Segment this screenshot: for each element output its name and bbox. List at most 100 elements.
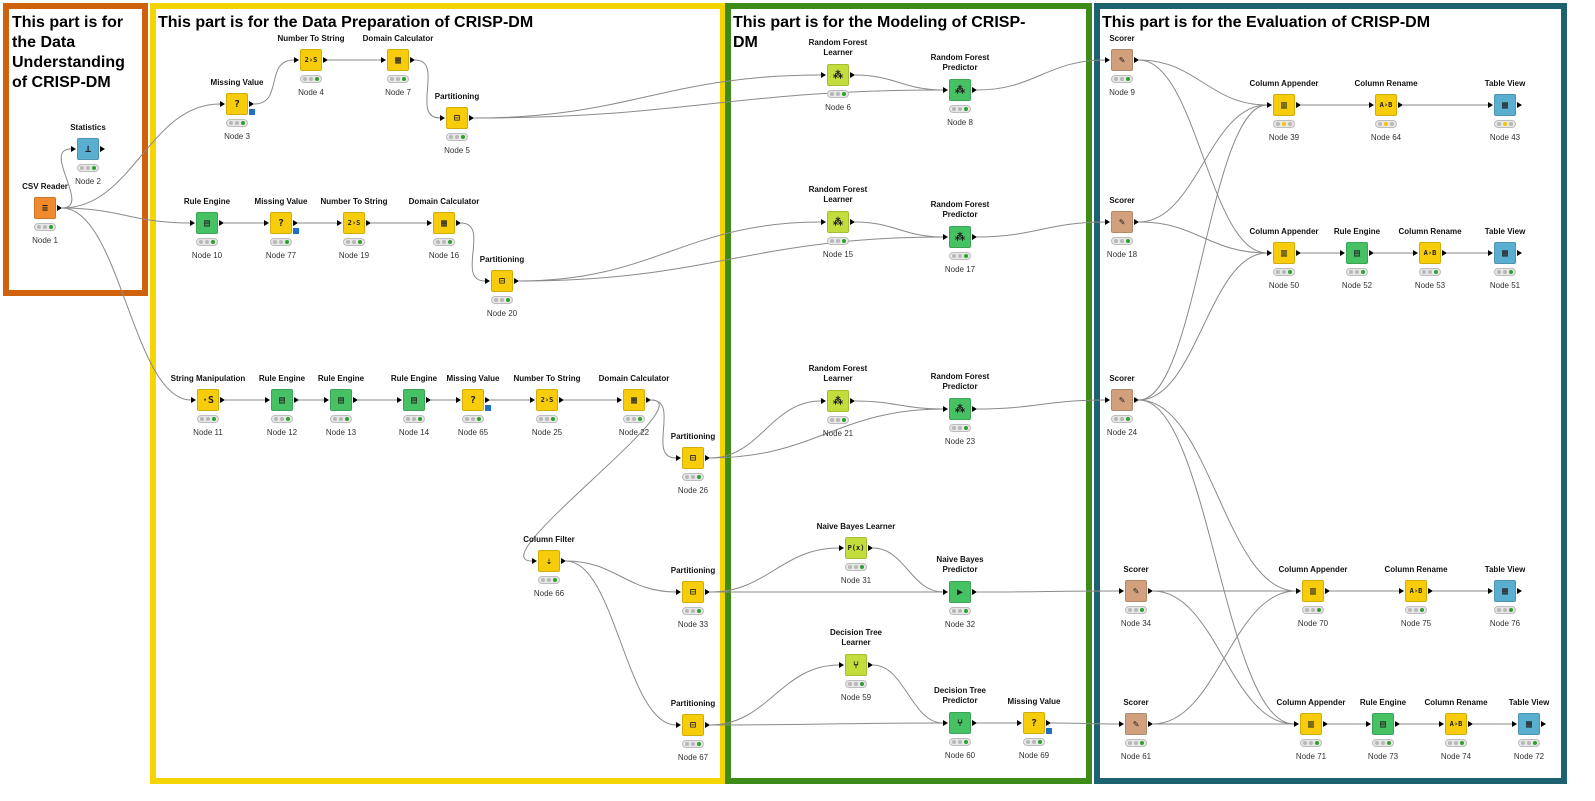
input-port[interactable] (1369, 102, 1374, 108)
input-port[interactable] (1399, 588, 1404, 594)
output-port[interactable] (850, 398, 855, 404)
connection-n8-n9[interactable] (976, 59, 1106, 91)
output-port[interactable] (1323, 721, 1328, 727)
output-port[interactable] (561, 558, 566, 564)
output-port[interactable] (353, 397, 358, 403)
connection-n26-n23[interactable] (709, 408, 944, 459)
annotation-evaluation[interactable]: This part is for the Evaluation of CRISP… (1094, 3, 1567, 784)
scorer-icon[interactable]: ✎ (1111, 211, 1133, 233)
input-port[interactable] (1488, 588, 1493, 594)
input-port[interactable] (839, 662, 844, 668)
output-port[interactable] (1517, 102, 1522, 108)
output-port[interactable] (1398, 102, 1403, 108)
input-port[interactable] (191, 397, 196, 403)
output-port[interactable] (323, 57, 328, 63)
output-port[interactable] (100, 146, 105, 152)
input-port[interactable] (190, 220, 195, 226)
input-port[interactable] (821, 398, 826, 404)
output-port[interactable] (972, 406, 977, 412)
column-rename-icon[interactable]: A›B (1375, 94, 1397, 116)
input-port[interactable] (71, 146, 76, 152)
partitioning-icon[interactable]: ⊟ (491, 270, 513, 292)
output-port[interactable] (1134, 219, 1139, 225)
connection-n18-n39[interactable] (1138, 104, 1268, 223)
input-port[interactable] (821, 72, 826, 78)
input-port[interactable] (220, 101, 225, 107)
input-port[interactable] (1017, 720, 1022, 726)
rule-engine-icon[interactable]: ▤ (196, 212, 218, 234)
output-port[interactable] (426, 397, 431, 403)
connection-n24-n50[interactable] (1138, 252, 1268, 401)
output-port[interactable] (559, 397, 564, 403)
annotation-modeling[interactable]: This part is for the Modeling of CRISP-D… (725, 3, 1092, 784)
model-port[interactable] (485, 405, 491, 411)
output-port[interactable] (1428, 588, 1433, 594)
column-appender-icon[interactable]: ▥ (1300, 713, 1322, 735)
rule-engine-icon[interactable]: ▤ (1346, 242, 1368, 264)
output-port[interactable] (1517, 588, 1522, 594)
random-forest-predictor-icon[interactable]: ⁂ (949, 398, 971, 420)
column-rename-icon[interactable]: A›B (1419, 242, 1441, 264)
domain-calculator-icon[interactable]: ▦ (433, 212, 455, 234)
connection-n24-n71[interactable] (1138, 399, 1295, 725)
naive-bayes-learner-icon[interactable]: P(x) (845, 537, 867, 559)
connection-n61-n70[interactable] (1152, 590, 1297, 725)
output-port[interactable] (868, 545, 873, 551)
input-port[interactable] (1413, 250, 1418, 256)
input-port[interactable] (839, 545, 844, 551)
random-forest-predictor-icon[interactable]: ⁂ (949, 226, 971, 248)
input-port[interactable] (1512, 721, 1517, 727)
connection-n24-n39[interactable] (1138, 104, 1268, 401)
input-port[interactable] (943, 720, 948, 726)
input-port[interactable] (943, 87, 948, 93)
output-port[interactable] (219, 220, 224, 226)
connection-n26-n21[interactable] (709, 400, 822, 459)
output-port[interactable] (294, 397, 299, 403)
domain-calculator-icon[interactable]: ▦ (623, 389, 645, 411)
number-to-string-icon[interactable]: 2›S (343, 212, 365, 234)
output-port[interactable] (1369, 250, 1374, 256)
input-port[interactable] (1119, 721, 1124, 727)
table-view-icon[interactable]: ▦ (1494, 580, 1516, 602)
input-port[interactable] (427, 220, 432, 226)
output-port[interactable] (868, 662, 873, 668)
input-port[interactable] (676, 455, 681, 461)
connection-n20-n17[interactable] (518, 236, 944, 282)
connection-n1-n3[interactable] (61, 103, 221, 209)
output-port[interactable] (705, 589, 710, 595)
rule-engine-icon[interactable]: ▤ (1372, 713, 1394, 735)
column-appender-icon[interactable]: ▥ (1302, 580, 1324, 602)
column-appender-icon[interactable]: ▥ (1273, 94, 1295, 116)
partitioning-icon[interactable]: ⊟ (682, 714, 704, 736)
input-port[interactable] (1296, 588, 1301, 594)
connection-n67-n59[interactable] (709, 664, 840, 726)
csv-reader-icon[interactable]: ≡ (34, 197, 56, 219)
output-port[interactable] (469, 115, 474, 121)
connection-n9-n50[interactable] (1138, 59, 1268, 254)
connection-n33-n31[interactable] (709, 547, 840, 593)
output-port[interactable] (1148, 588, 1153, 594)
connection-n23-n24[interactable] (976, 399, 1106, 410)
output-port[interactable] (1442, 250, 1447, 256)
input-port[interactable] (265, 397, 270, 403)
output-port[interactable] (1046, 720, 1051, 726)
connection-n17-n18[interactable] (976, 221, 1106, 238)
output-port[interactable] (1134, 397, 1139, 403)
connection-n3-n4[interactable] (253, 59, 295, 105)
output-port[interactable] (1134, 57, 1139, 63)
input-port[interactable] (1340, 250, 1345, 256)
input-port[interactable] (1105, 219, 1110, 225)
input-port[interactable] (1294, 721, 1299, 727)
input-port[interactable] (397, 397, 402, 403)
input-port[interactable] (1105, 57, 1110, 63)
output-port[interactable] (57, 205, 62, 211)
output-port[interactable] (705, 455, 710, 461)
output-port[interactable] (1395, 721, 1400, 727)
output-port[interactable] (972, 234, 977, 240)
output-port[interactable] (1468, 721, 1473, 727)
connection-n5-n6[interactable] (473, 74, 822, 119)
partitioning-icon[interactable]: ⊟ (446, 107, 468, 129)
output-port[interactable] (850, 72, 855, 78)
connection-n34-n71[interactable] (1152, 590, 1295, 725)
input-port[interactable] (943, 234, 948, 240)
